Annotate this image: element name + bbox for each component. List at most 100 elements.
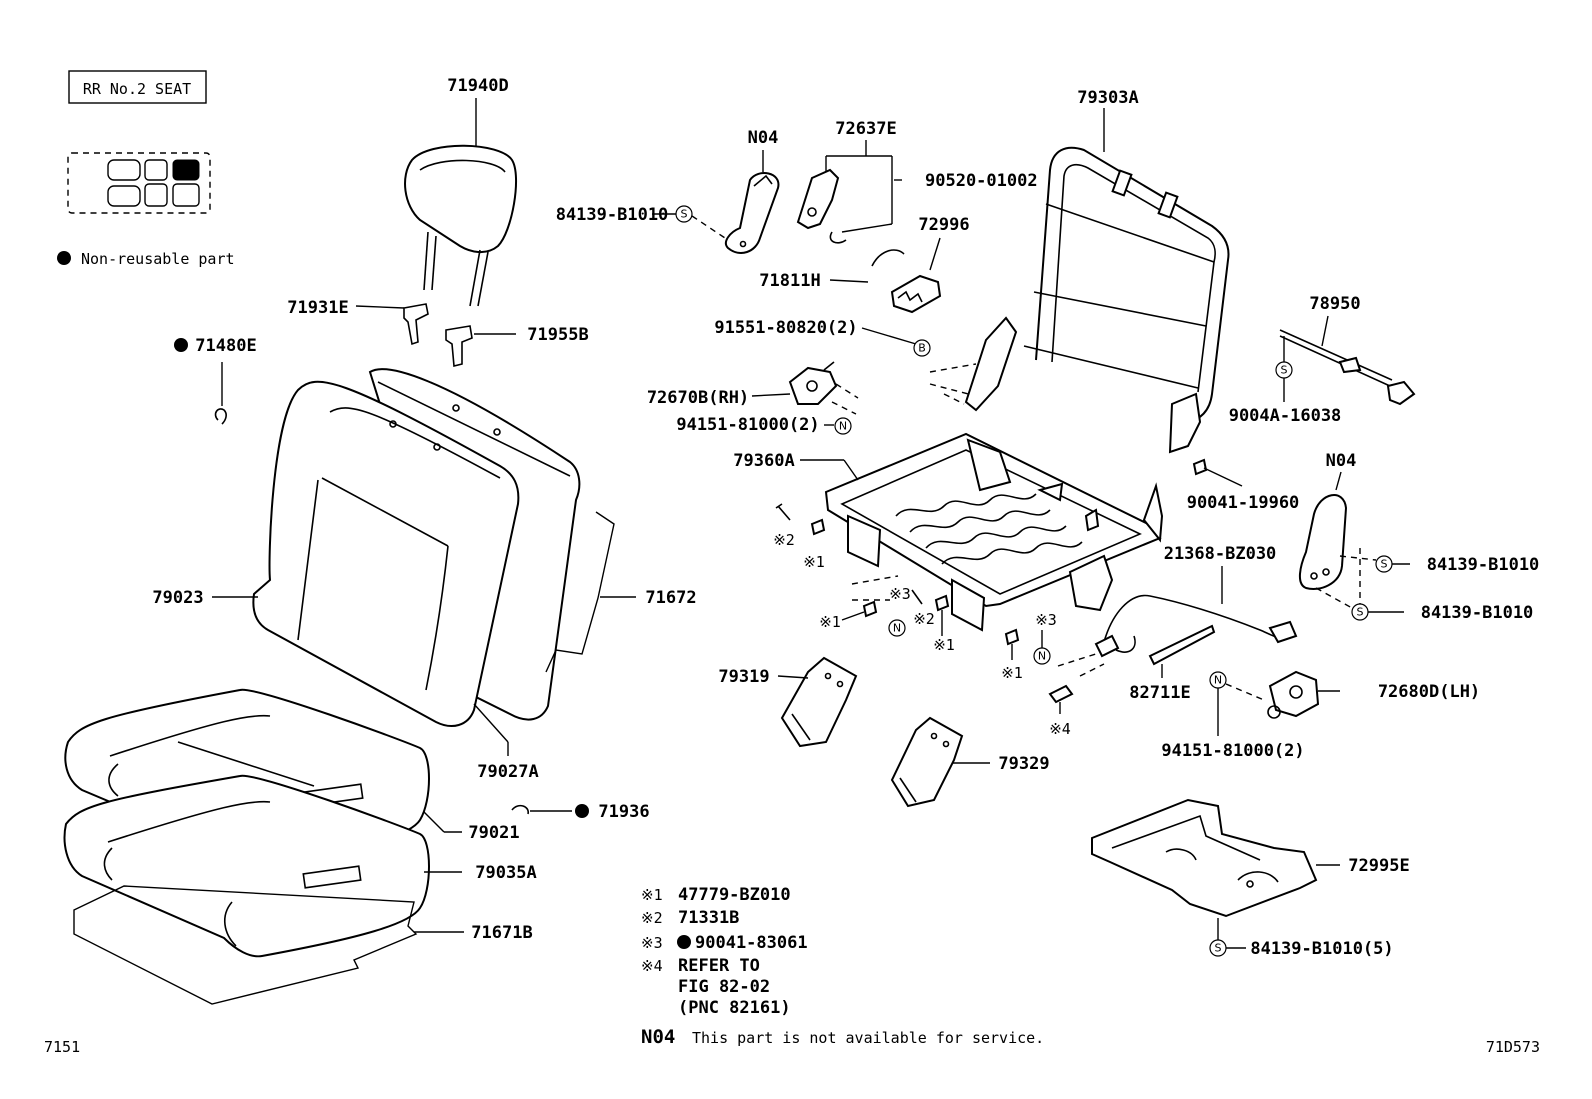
seat-back-pad-drawing — [252, 380, 520, 727]
svg-text:N: N — [1214, 674, 1222, 687]
callout-71671B: 71671B — [471, 923, 532, 943]
callout-72680D-LH: 72680D(LH) — [1378, 682, 1480, 702]
block-72996-drawing — [890, 274, 942, 314]
callout-79027A: 79027A — [477, 762, 538, 782]
note-mark-2: ※2 — [641, 909, 663, 927]
headrest-drawing — [404, 144, 518, 307]
mark-1-mid: ※1 — [933, 636, 955, 654]
callout-71931E: 71931E — [287, 298, 348, 318]
seat-cushion-pad-drawing — [63, 774, 430, 958]
note-text-6: (PNC 82161) — [678, 998, 791, 1018]
clip-71936-drawing — [511, 804, 529, 815]
callout-94151-81000-lower: 94151-81000(2) — [1161, 741, 1304, 761]
callout-79023: 79023 — [152, 588, 203, 608]
tie-82711E-drawing — [1148, 624, 1216, 666]
mark-3-right: ※3 — [1035, 611, 1057, 629]
screw-symbol: S — [681, 208, 688, 221]
callout-71811H: 71811H — [759, 271, 820, 291]
callout-72995E: 72995E — [1348, 856, 1409, 876]
callout-72670B-RH: 72670B(RH) — [647, 388, 749, 408]
callout-71940D: 71940D — [447, 76, 508, 96]
bolt-symbol: B — [918, 342, 926, 355]
n04-description: This part is not available for service. — [692, 1029, 1044, 1047]
nut-47779-drawing-2 — [862, 600, 878, 618]
hinge-72637E-drawing — [796, 168, 847, 244]
note-text-1: 47779-BZ010 — [678, 885, 791, 905]
callout-78950: 78950 — [1309, 294, 1360, 314]
callout-71936: 71936 — [598, 802, 649, 822]
callout-84139-B1010-5: 84139-B1010(5) — [1250, 939, 1393, 959]
mark-2-upper: ※2 — [773, 531, 795, 549]
callout-79329: 79329 — [998, 754, 1049, 774]
legend-text: Non-reusable part — [81, 250, 235, 268]
callout-84139-B1010-right-1: 84139-B1010 — [1427, 555, 1540, 575]
note-text-4: REFER TO — [678, 956, 760, 976]
nut-90041-drawing — [1192, 458, 1208, 476]
callout-71480E: 71480E — [195, 336, 256, 356]
callout-71955B: 71955B — [527, 325, 588, 345]
figure-code-left: 7151 — [44, 1038, 80, 1056]
support-71955B-drawing — [445, 325, 473, 368]
n04-code: N04 — [641, 1026, 675, 1048]
recliner-72680D-drawing — [1267, 670, 1320, 719]
wire-71811H-drawing — [871, 249, 905, 267]
note-mark-4: ※4 — [641, 957, 663, 975]
sheet-71671B-drawing — [73, 885, 418, 1005]
callout-79035A: 79035A — [475, 863, 536, 883]
cover-N04-lower-drawing — [1299, 494, 1348, 590]
nut-47779-drawing-4 — [1004, 628, 1020, 646]
note-mark-3: ※3 — [641, 934, 663, 952]
pin-71331B-drawing-1 — [775, 503, 791, 521]
callout-72996: 72996 — [918, 215, 969, 235]
frame-79303A-drawing — [964, 146, 1230, 454]
svg-text:S: S — [1381, 558, 1388, 571]
svg-text:S: S — [1215, 942, 1222, 955]
svg-text:S: S — [1281, 364, 1288, 377]
mark-1-right: ※1 — [1001, 664, 1023, 682]
title-text: RR No.2 SEAT — [83, 80, 191, 98]
mark-1-upper: ※1 — [803, 553, 825, 571]
note-mark-1: ※1 — [641, 886, 663, 904]
svg-text:N: N — [893, 622, 901, 635]
callout-79303A: 79303A — [1077, 88, 1138, 108]
frame-79360A-drawing — [824, 432, 1164, 632]
notes-list: ※1 47779-BZ010 ※2 71331B ※3 90041-83061 … — [641, 885, 808, 1018]
seat-layout-icon — [67, 152, 211, 214]
callout-71672: 71672 — [645, 588, 696, 608]
note-text-3: 90041-83061 — [695, 933, 808, 953]
title-box — [68, 70, 207, 104]
bar-78950-drawing — [1279, 329, 1416, 406]
callout-90520-01002: 90520-01002 — [925, 171, 1038, 191]
callout-79319: 79319 — [718, 667, 769, 687]
callout-72637E: 72637E — [835, 119, 896, 139]
callout-90041-19960: 90041-19960 — [1187, 493, 1300, 513]
callout-N04-lower: N04 — [1326, 451, 1357, 471]
figure-code-right: 71D573 — [1486, 1038, 1540, 1056]
svg-text:N: N — [1038, 650, 1046, 663]
wire-21368-drawing — [1094, 594, 1298, 658]
hook-71480E-drawing — [214, 408, 227, 425]
callout-21368-BZ030: 21368-BZ030 — [1164, 544, 1277, 564]
nut-symbol: N — [839, 420, 847, 433]
callout-9004A-16038: 9004A-16038 — [1229, 406, 1342, 426]
mark-2-lower: ※2 — [913, 610, 935, 628]
mark-3-left: ※3 — [889, 585, 911, 603]
nut-47779-drawing-3 — [934, 594, 950, 612]
callout-79021: 79021 — [468, 823, 519, 843]
note-text-2: 71331B — [678, 908, 739, 928]
bracket-79329-drawing — [890, 716, 964, 808]
callout-94151-81000-upper: 94151-81000(2) — [676, 415, 819, 435]
callout-84139-B1010-upper: 84139-B1010 — [556, 205, 669, 225]
non-reusable-dot-icon — [57, 251, 71, 265]
note-text-5: FIG 82-02 — [678, 977, 770, 997]
recliner-72670B-drawing — [788, 361, 838, 405]
bracket-79319-drawing — [780, 656, 858, 748]
connector-82161-drawing — [1048, 684, 1074, 704]
nut-47779-drawing-1 — [810, 518, 826, 536]
callout-91551-80820: 91551-80820(2) — [714, 318, 857, 338]
callout-84139-B1010-right-2: 84139-B1010 — [1421, 603, 1534, 623]
support-71931E-drawing — [403, 303, 429, 346]
cover-N04-upper-drawing — [724, 172, 780, 254]
